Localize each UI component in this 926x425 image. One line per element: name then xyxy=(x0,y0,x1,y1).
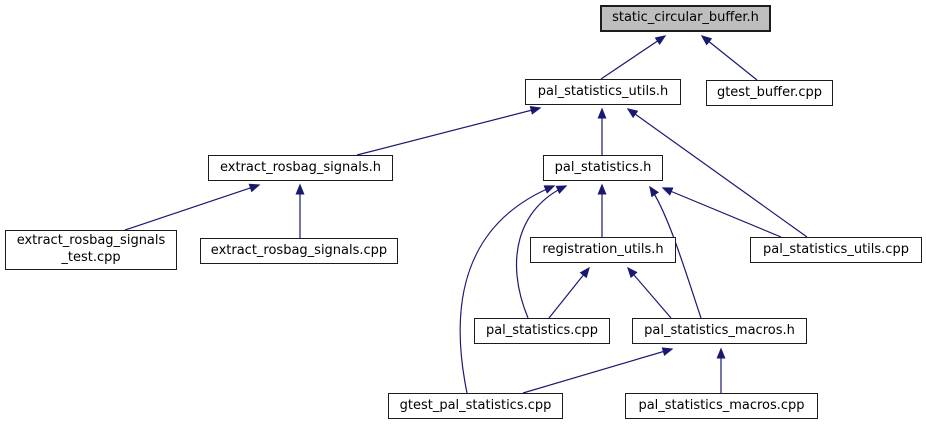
edge-pal-statistics-cpp-to-registration-utils-h xyxy=(548,266,590,319)
edge-gtest-pal-statistics-cpp-to-pal-statistics-macros-h xyxy=(522,347,674,394)
edge-extract-rosbag-signals-test-cpp-to-extract-rosbag-signals-h xyxy=(124,183,261,231)
edge-gtest-buffer-cpp-to-static-circular-buffer-h xyxy=(700,35,758,81)
node-pal-statistics-utils-h[interactable]: pal_statistics_utils.h xyxy=(525,79,681,105)
edge-pal-statistics-utils-cpp-to-pal-statistics-utils-h xyxy=(626,108,808,238)
node-static-circular-buffer-h[interactable]: static_circular_buffer.h xyxy=(600,5,771,32)
edge-gtest-pal-statistics-cpp-to-pal-statistics-h xyxy=(459,185,556,394)
edge-pal-statistics-utils-h-to-static-circular-buffer-h xyxy=(600,35,667,80)
node-gtest-pal-statistics-cpp[interactable]: gtest_pal_statistics.cpp xyxy=(388,393,563,419)
node-extract-rosbag-signals-cpp[interactable]: extract_rosbag_signals.cpp xyxy=(200,238,398,264)
node-pal-statistics-macros-h[interactable]: pal_statistics_macros.h xyxy=(632,318,807,344)
node-pal-statistics-cpp[interactable]: pal_statistics.cpp xyxy=(474,318,610,344)
node-pal-statistics-macros-cpp[interactable]: pal_statistics_macros.cpp xyxy=(625,393,818,419)
edge-pal-statistics-cpp-to-pal-statistics-h xyxy=(516,185,568,319)
edge-extract-rosbag-signals-h-to-pal-statistics-utils-h xyxy=(356,106,542,156)
node-extract-rosbag-signals-test-cpp[interactable]: extract_rosbag_signals _test.cpp xyxy=(5,230,177,270)
node-gtest-buffer-cpp[interactable]: gtest_buffer.cpp xyxy=(706,80,833,106)
node-pal-statistics-utils-cpp[interactable]: pal_statistics_utils.cpp xyxy=(750,237,922,263)
node-extract-rosbag-signals-h[interactable]: extract_rosbag_signals.h xyxy=(208,155,393,181)
node-pal-statistics-h[interactable]: pal_statistics.h xyxy=(543,155,663,181)
edge-pal-statistics-utils-cpp-to-pal-statistics-h xyxy=(661,187,782,238)
edge-pal-statistics-macros-h-to-registration-utils-h xyxy=(627,266,672,319)
node-registration-utils-h[interactable]: registration_utils.h xyxy=(530,237,676,263)
